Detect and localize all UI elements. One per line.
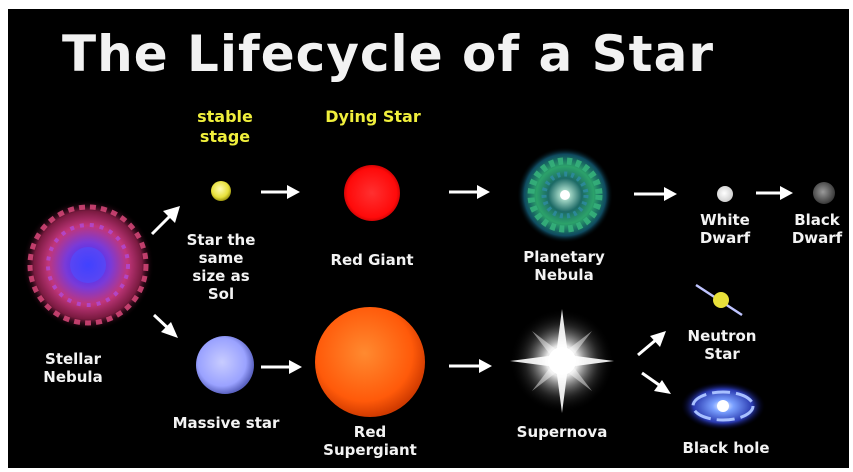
label-white-dwarf: White Dwarf — [683, 211, 767, 247]
massive-star-image — [196, 336, 254, 394]
planetary-nebula-image — [517, 147, 613, 243]
neutron-star-image — [696, 285, 742, 315]
red-giant-image — [344, 165, 400, 221]
black-hole-image — [681, 382, 765, 430]
arrow-supernova-to-neutron-star — [638, 331, 666, 355]
diagram-title: The Lifecycle of a Star — [8, 25, 768, 83]
arrow-white-dwarf-to-black-dwarf — [756, 186, 793, 200]
arrow-planetary-to-white-dwarf — [634, 187, 677, 201]
label-planetary-nebula: Planetary Nebula — [508, 248, 620, 284]
label-massive-star: Massive star — [156, 414, 296, 432]
red-supergiant-image — [315, 307, 425, 417]
arrow-massive-to-supergiant — [261, 360, 302, 374]
black-dwarf-image — [813, 182, 835, 204]
arrow-sol-to-red-giant — [261, 185, 300, 199]
label-supernova: Supernova — [502, 423, 622, 441]
stable-stage-header: stable stage — [180, 107, 270, 147]
label-black-hole: Black hole — [668, 439, 784, 457]
stellar-nebula-image — [22, 199, 154, 331]
diagram-panel: The Lifecycle of a Star stable stage Dyi… — [8, 9, 849, 468]
label-stellar-nebula: Stellar Nebula — [28, 350, 118, 386]
dying-star-header: Dying Star — [308, 107, 438, 127]
label-neutron-star: Neutron Star — [674, 327, 770, 363]
sol-star-image — [211, 181, 231, 201]
label-star-same-size-as-sol: Star the same size as Sol — [176, 231, 266, 303]
supernova-image — [510, 309, 614, 413]
arrow-nebula-to-sol — [152, 206, 180, 234]
label-red-supergiant: Red Supergiant — [314, 423, 426, 459]
label-black-dwarf: Black Dwarf — [782, 211, 849, 247]
label-red-giant: Red Giant — [314, 251, 430, 269]
white-dwarf-image — [717, 186, 733, 202]
arrow-red-giant-to-planetary — [449, 185, 490, 199]
arrow-supernova-to-black-hole — [642, 373, 671, 394]
arrow-nebula-to-massive — [154, 315, 178, 338]
arrow-supergiant-to-supernova — [449, 359, 492, 373]
